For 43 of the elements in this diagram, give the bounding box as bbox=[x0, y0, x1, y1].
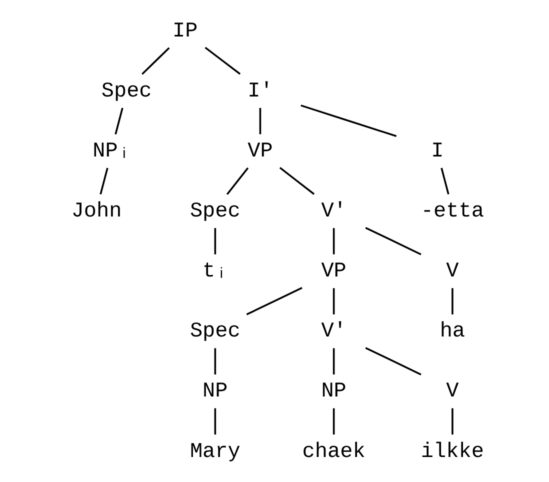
node-text: Mary bbox=[190, 440, 240, 464]
node-text: chaek bbox=[302, 440, 366, 464]
node-text: -etta bbox=[420, 200, 484, 224]
connector bbox=[300, 104, 397, 138]
connector bbox=[214, 408, 216, 435]
node-text: VP bbox=[248, 140, 273, 164]
connector bbox=[452, 408, 454, 435]
connector bbox=[142, 47, 170, 75]
node-text: Spec bbox=[190, 320, 240, 344]
connector bbox=[226, 167, 249, 195]
node-text: tᵢ bbox=[202, 260, 228, 284]
node-text: V bbox=[446, 260, 459, 284]
node-text: NP bbox=[321, 380, 346, 404]
connector bbox=[332, 288, 335, 314]
node-text: I' bbox=[248, 80, 273, 104]
node-text: Spec bbox=[190, 200, 240, 224]
node-text: NPᵢ bbox=[92, 140, 130, 164]
connector bbox=[214, 348, 216, 374]
connector bbox=[100, 168, 108, 195]
connector bbox=[114, 108, 124, 134]
node-text: Spec bbox=[101, 80, 152, 104]
node-text: John bbox=[71, 200, 122, 224]
connector bbox=[440, 168, 450, 195]
connector bbox=[332, 228, 335, 254]
connector bbox=[204, 46, 241, 75]
node-text: V bbox=[446, 380, 459, 404]
connector bbox=[246, 287, 302, 316]
connector bbox=[452, 288, 454, 314]
connector bbox=[279, 166, 315, 195]
connector bbox=[365, 226, 422, 256]
node-text: ilkke bbox=[420, 440, 484, 464]
node-text: ha bbox=[440, 320, 466, 344]
connector bbox=[214, 228, 216, 254]
node-text: V' bbox=[321, 320, 346, 344]
node-text: VP bbox=[321, 260, 346, 284]
node-text: V' bbox=[321, 200, 346, 224]
connector bbox=[365, 347, 422, 376]
connector bbox=[332, 408, 335, 435]
node-text: IP bbox=[172, 20, 198, 44]
connector bbox=[259, 108, 262, 134]
node-text: NP bbox=[202, 380, 228, 404]
node-text: I bbox=[431, 140, 444, 164]
connector bbox=[332, 348, 335, 374]
